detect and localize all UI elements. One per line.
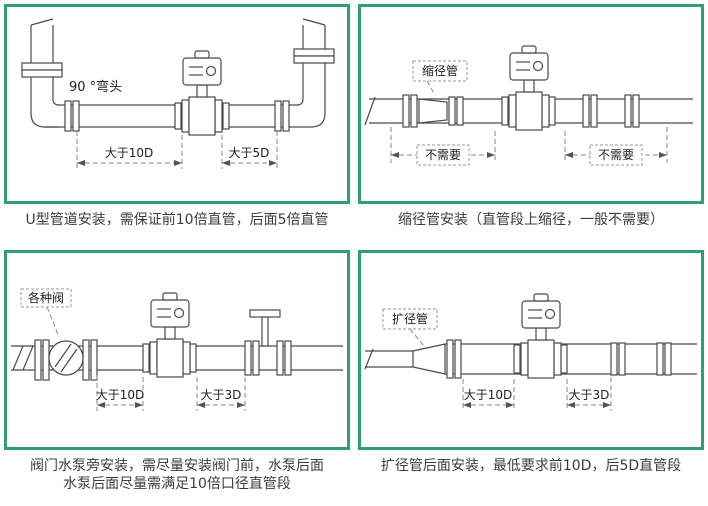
dimensions: 大于10D 大于5D	[76, 131, 278, 169]
flange-pair-right	[274, 100, 290, 132]
panel-expander-frame: 扩径管 大于10D 大于3D	[358, 249, 704, 450]
dim-label-10d: 大于10D	[96, 388, 145, 402]
caption-valves-line1: 阀门水泵旁安装，需尽量安装阀门前，水泵后面	[30, 457, 324, 474]
expander-cone	[412, 342, 446, 375]
caption-reducer: 缩径管安装（直管段上缩径，一般不需要）	[398, 212, 664, 228]
dimensions: 大于10D 大于3D	[462, 376, 612, 411]
valves-diagram: 各种阀	[11, 288, 343, 411]
no-need-label-right: 不需要	[598, 148, 634, 162]
ball-valve	[34, 338, 98, 381]
valve-label-text: 各种阀	[28, 290, 64, 305]
no-need-label-left: 不需要	[425, 148, 461, 162]
reducer-label: 缩径管	[412, 60, 468, 96]
gate-valve	[244, 308, 292, 376]
dim-label-10d: 大于10D	[105, 146, 154, 160]
panel-valves: 各种阀	[4, 249, 350, 502]
caption-u-pipe: U型管道安装，需保证前10倍直管，后面5倍直管	[25, 212, 329, 228]
elbow-right	[293, 18, 335, 128]
elbow-left	[21, 18, 63, 128]
pipe-main	[445, 342, 697, 375]
panel-reducer-frame: 缩径管 不需要 不需要	[358, 4, 704, 204]
expander-label: 扩径管	[382, 308, 438, 345]
panel-valves-frame: 各种阀	[4, 249, 350, 450]
dimensions: 不需要 不需要	[390, 127, 668, 166]
panel-u-pipe: 90 °弯头 大于10D 大于5D U型管道安装，需保证前10倍直管，后	[4, 4, 350, 238]
flange-pairs-right	[610, 341, 672, 376]
flowmeter	[174, 50, 230, 136]
pipe-narrow	[364, 348, 413, 369]
u-pipe-diagram: 90 °弯头 大于10D 大于5D	[21, 18, 335, 169]
reducer-section	[402, 94, 464, 128]
panel-expander: 扩径管 大于10D 大于3D 扩径管后面安装，最低要求	[358, 249, 704, 502]
flange-pairs-right	[582, 94, 640, 128]
flowmeter	[501, 45, 556, 131]
flowmeter	[513, 292, 568, 379]
caption-expander: 扩径管后面安装，最低要求前10D，后5D直管段	[380, 457, 682, 474]
dim-label-3d: 大于3D	[201, 388, 242, 402]
panel-u-pipe-frame: 90 °弯头 大于10D 大于5D	[4, 4, 350, 204]
dim-label-5d: 大于5D	[229, 146, 270, 160]
elbow-label: 90 °弯头	[69, 79, 122, 95]
flange-pair-left	[64, 100, 80, 132]
valve-label: 各种阀	[20, 288, 72, 337]
flange-pair-left	[446, 338, 462, 379]
expander-diagram: 扩径管 大于10D 大于3D	[364, 292, 697, 411]
reducer-diagram: 缩径管 不需要 不需要	[364, 45, 693, 166]
caption-valves-line2: 水泵后面尽量需满足10倍口径直管段	[63, 476, 291, 493]
expander-label-text: 扩径管	[392, 311, 428, 326]
caption-valves: 阀门水泵旁安装，需尽量安装阀门前，水泵后面 水泵后面尽量需满足10倍口径直管段	[4, 450, 350, 495]
panel-reducer: 缩径管 不需要 不需要	[358, 4, 704, 238]
flowmeter	[142, 291, 197, 378]
dim-label-10d: 大于10D	[464, 388, 513, 402]
reducer-label-text: 缩径管	[422, 63, 458, 78]
dimensions: 大于10D 大于3D	[96, 374, 246, 411]
dim-label-3d: 大于3D	[569, 388, 610, 402]
